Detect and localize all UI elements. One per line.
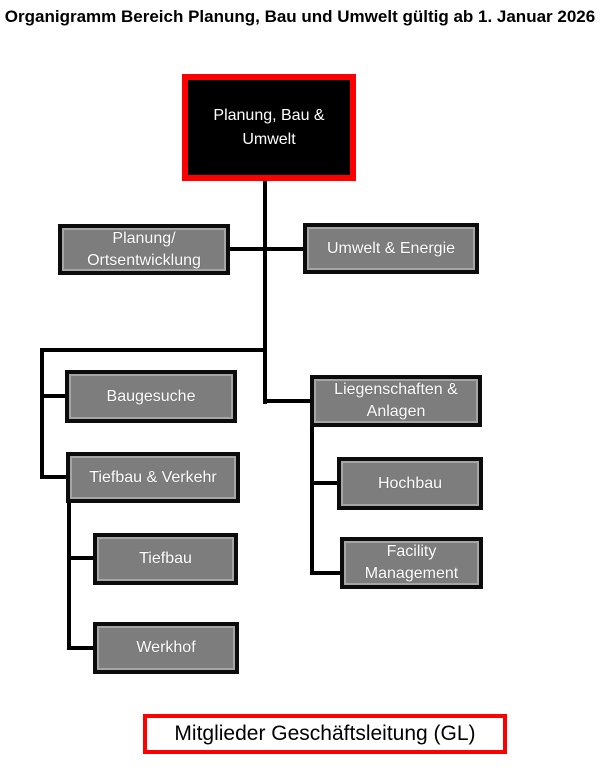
connector-left-branch <box>40 348 267 352</box>
connector-facility <box>310 571 342 575</box>
node-planung-ortsentwicklung: Planung/ Ortsentwicklung <box>58 224 230 275</box>
connector-level2 <box>228 247 306 251</box>
node-liegenschaften-anlagen: Liegenschaften & Anlagen <box>310 375 482 427</box>
node-label: Hochbau <box>377 474 443 492</box>
node-baugesuche: Baugesuche <box>65 370 237 423</box>
legend-label: Mitglieder Geschäftsleitung (GL) <box>174 722 476 745</box>
page-title: Organigramm Bereich Planung, Bau und Umw… <box>4 7 596 26</box>
connector-right-trunk <box>310 426 314 575</box>
connector-tiefbau <box>67 556 95 560</box>
node-label: Planung, Bau & Umwelt <box>213 106 325 148</box>
connector-baugesuche <box>40 394 67 398</box>
connector-werkhof <box>67 646 95 650</box>
connector-tv-trunk <box>67 502 71 650</box>
connector-left-trunk <box>40 348 44 479</box>
node-umwelt-energie: Umwelt & Energie <box>303 223 479 274</box>
legend-gl-box: Mitglieder Geschäftsleitung (GL) <box>143 714 507 754</box>
connector-hochbau <box>310 481 339 485</box>
node-facility-management: Facility Management <box>340 537 483 589</box>
node-tiefbau-verkehr: Tiefbau & Verkehr <box>66 452 240 503</box>
node-werkhof: Werkhof <box>93 622 239 674</box>
node-label: Werkhof <box>136 639 196 657</box>
node-label: Facility Management <box>364 543 459 582</box>
node-hochbau: Hochbau <box>337 457 483 510</box>
node-label: Planung/ Ortsentwicklung <box>87 229 201 269</box>
node-label: Umwelt & Energie <box>326 239 456 257</box>
node-label: Baugesuche <box>106 387 196 405</box>
node-label: Liegenschaften & Anlagen <box>334 381 458 420</box>
connector-root-trunk <box>263 180 267 404</box>
connector-tiefbau-verkehr <box>40 475 69 479</box>
node-planung-bau-umwelt: Planung, Bau & Umwelt <box>182 74 356 181</box>
node-label: Tiefbau & Verkehr <box>89 468 217 486</box>
connector-liegenschaften <box>263 399 313 403</box>
node-label: Tiefbau <box>139 550 192 568</box>
node-tiefbau: Tiefbau <box>93 533 238 585</box>
